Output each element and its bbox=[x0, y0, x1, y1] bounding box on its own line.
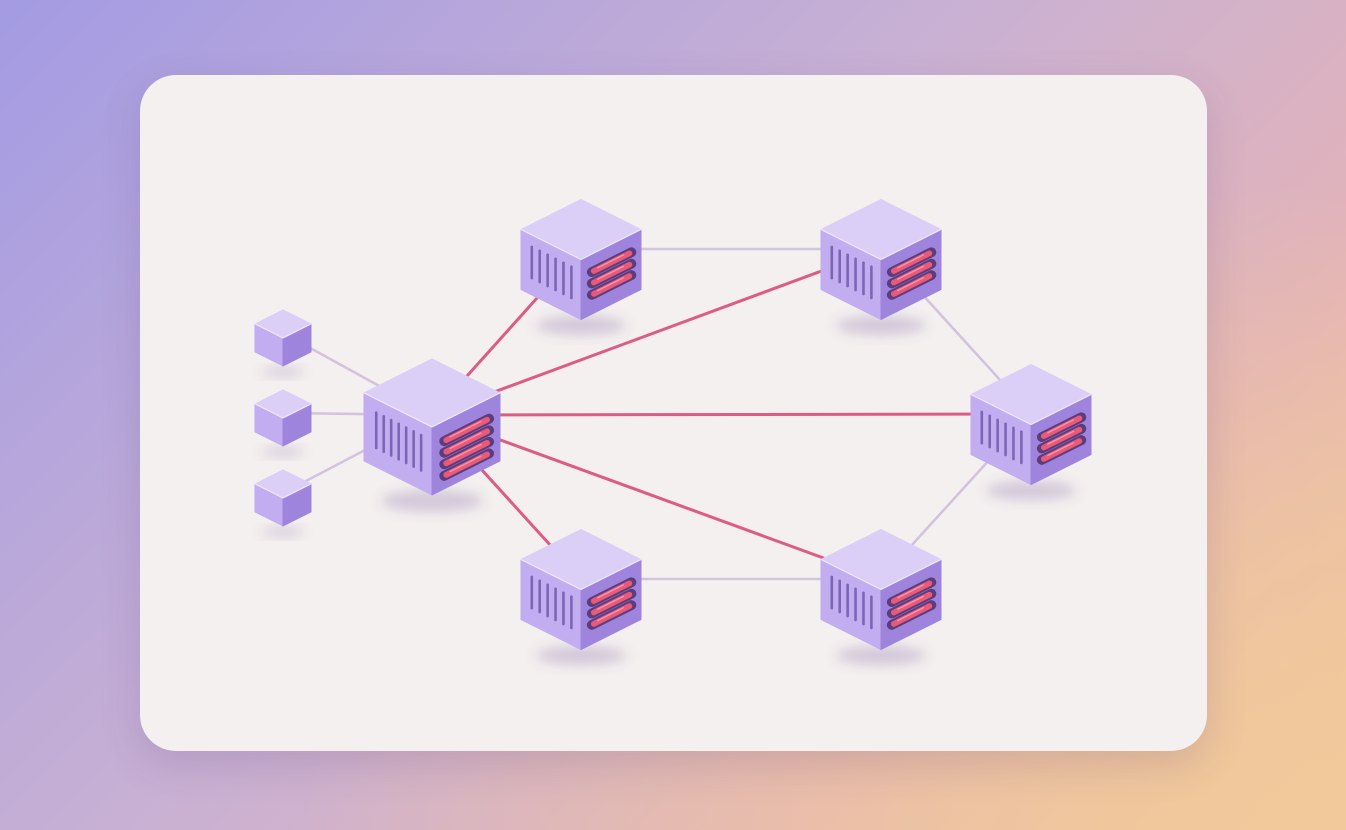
edge-hub-to-server-bottom-right bbox=[430, 413, 883, 581]
vent-grille bbox=[830, 245, 873, 300]
edge-hub-to-server-right bbox=[430, 412, 1033, 417]
vent-grille bbox=[830, 575, 873, 630]
drive-indicators bbox=[1036, 412, 1087, 465]
vent-grille bbox=[374, 411, 423, 472]
server-bottom-right-node bbox=[820, 529, 942, 666]
drive-indicators bbox=[886, 577, 937, 630]
client-node-2 bbox=[254, 389, 312, 457]
server-top-right-node bbox=[820, 199, 942, 336]
edge-hub-to-server-top-right bbox=[430, 247, 883, 417]
hub-server-node bbox=[363, 358, 501, 512]
client-node-1 bbox=[254, 309, 312, 377]
server-top-left-node bbox=[520, 199, 642, 336]
vent-grille bbox=[530, 575, 573, 630]
drive-indicators bbox=[886, 247, 937, 300]
diagram-nodes bbox=[254, 199, 1092, 666]
vent-grille bbox=[530, 245, 573, 300]
server-right-node bbox=[970, 364, 1092, 501]
vent-grille bbox=[980, 410, 1023, 465]
client-node-3 bbox=[254, 469, 312, 537]
drive-indicators bbox=[586, 247, 637, 300]
drive-indicators bbox=[439, 413, 495, 481]
server-bottom-left-node bbox=[520, 529, 642, 666]
drive-indicators bbox=[586, 577, 637, 630]
